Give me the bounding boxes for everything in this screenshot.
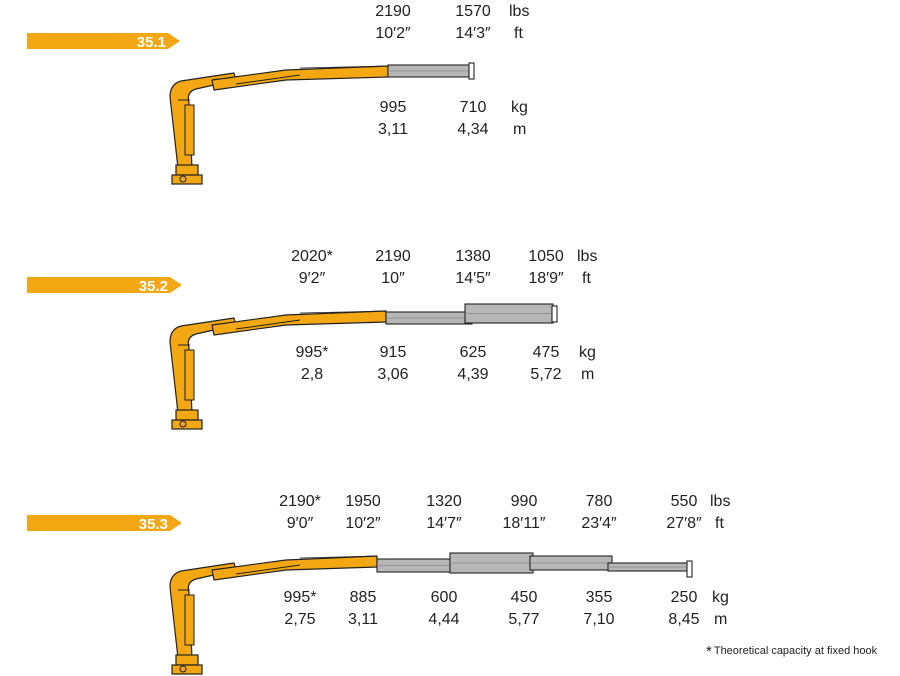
value-kg: 600 xyxy=(431,589,458,606)
value-m: 2,75 xyxy=(284,611,315,628)
value-kg: 995* xyxy=(284,589,317,606)
value-ft: 18′11″ xyxy=(502,515,545,532)
model-tag-label: 35.1 xyxy=(137,34,166,51)
main-boom xyxy=(211,65,389,91)
crane-model-35-1: 35.1 2190 10′2″ 995 3,11 1570 14′3″ 710 4,34 lbs f… xyxy=(27,3,529,185)
value-lbs: 2020* xyxy=(291,248,333,265)
boom-edge xyxy=(299,310,387,314)
value-kg: 885 xyxy=(350,589,377,606)
base-bolt xyxy=(179,665,187,673)
value-lbs: 1320 xyxy=(426,493,462,510)
value-ft: 10″ xyxy=(381,270,405,287)
base-bolt xyxy=(179,420,187,428)
value-lbs: 1950 xyxy=(345,493,381,510)
value-ft: 9′2″ xyxy=(299,270,326,287)
value-m: 8,45 xyxy=(668,611,699,628)
value-m: 3,06 xyxy=(377,366,408,383)
model-tag-label: 35.2 xyxy=(139,278,168,295)
unit-m: m xyxy=(581,366,594,383)
main-boom xyxy=(211,555,378,581)
value-m: 5,72 xyxy=(530,366,561,383)
value-ft: 18′9″ xyxy=(528,270,564,287)
lift-cylinder xyxy=(184,594,195,646)
value-lbs: 1380 xyxy=(455,248,491,265)
unit-m: m xyxy=(714,611,727,628)
value-ft: 23′4″ xyxy=(581,515,617,532)
boom-cylinder xyxy=(235,564,301,575)
unit-ft: ft xyxy=(715,515,724,532)
base-bolt xyxy=(179,175,187,183)
unit-ft: ft xyxy=(582,270,591,287)
main-boom xyxy=(211,310,387,336)
value-lbs: 1570 xyxy=(455,3,491,20)
value-m: 4,44 xyxy=(428,611,459,628)
value-kg: 250 xyxy=(671,589,698,606)
lift-cylinder xyxy=(184,349,195,401)
value-kg: 355 xyxy=(586,589,613,606)
unit-lbs: lbs xyxy=(577,248,597,265)
value-m: 3,11 xyxy=(378,121,408,138)
value-kg: 995* xyxy=(296,344,329,361)
unit-kg: kg xyxy=(579,344,596,361)
value-ft: 14′7″ xyxy=(426,515,462,532)
footnote-text: Theoretical capacity at fixed hook xyxy=(713,645,878,657)
model-tag-shape xyxy=(27,33,180,49)
value-m: 2,8 xyxy=(301,366,323,383)
value-m: 7,10 xyxy=(583,611,614,628)
model-tag-shape xyxy=(27,277,182,293)
boom-cylinder xyxy=(235,319,301,330)
footnote-star: * xyxy=(706,643,712,660)
value-lbs: 2190* xyxy=(279,493,321,510)
unit-lbs: lbs xyxy=(509,3,529,20)
value-kg: 625 xyxy=(460,344,487,361)
model-tag-shape xyxy=(27,515,182,531)
unit-kg: kg xyxy=(511,99,528,116)
crane-base xyxy=(175,409,199,421)
crane-base-plate xyxy=(171,664,203,675)
crane-model-35-2: 35.2 2020* 9′2″ 995* 2,8 2190 10″ 915 3,06 1380 14… xyxy=(27,248,597,430)
value-lbs: 550 xyxy=(671,493,698,510)
value-ft: 10′2″ xyxy=(345,515,381,532)
footnote: *Theoretical capacity at fixed hook xyxy=(706,643,896,660)
value-ft: 9′0″ xyxy=(287,515,314,532)
value-kg: 915 xyxy=(380,344,407,361)
value-ft: 10′2″ xyxy=(375,25,411,42)
boom-edge xyxy=(299,555,378,559)
crane-base-plate xyxy=(171,174,203,185)
value-m: 4,39 xyxy=(457,366,488,383)
crane-base xyxy=(175,654,199,666)
boom-tip xyxy=(686,560,693,578)
crane-base xyxy=(175,164,199,176)
value-ft: 14′3″ xyxy=(455,25,491,42)
boom-tip xyxy=(468,62,475,80)
boom-cylinder xyxy=(235,74,301,85)
value-kg: 710 xyxy=(460,99,487,116)
value-lbs: 2190 xyxy=(375,248,411,265)
unit-m: m xyxy=(513,121,526,138)
value-ft: 27′8″ xyxy=(666,515,702,532)
value-lbs: 2190 xyxy=(375,3,411,20)
lift-cylinder xyxy=(184,104,195,156)
value-kg: 475 xyxy=(533,344,560,361)
model-tag-label: 35.3 xyxy=(139,516,168,533)
value-ft: 14′5″ xyxy=(455,270,491,287)
value-kg: 450 xyxy=(511,589,538,606)
value-lbs: 990 xyxy=(511,493,538,510)
boom-tip xyxy=(551,305,558,323)
value-kg: 995 xyxy=(380,99,407,116)
crane-base-plate xyxy=(171,419,203,430)
value-lbs: 1050 xyxy=(528,248,564,265)
crane-model-35-3: 35.3 2190* 9′0″ 995* 2,75 1950 10′2″ 885 3,11 132… xyxy=(27,493,730,675)
boom-edge xyxy=(299,65,389,69)
value-m: 5,77 xyxy=(508,611,539,628)
value-m: 3,11 xyxy=(348,611,378,628)
value-m: 4,34 xyxy=(457,121,488,138)
unit-lbs: lbs xyxy=(710,493,730,510)
unit-ft: ft xyxy=(514,25,523,42)
value-lbs: 780 xyxy=(586,493,613,510)
unit-kg: kg xyxy=(712,589,729,606)
